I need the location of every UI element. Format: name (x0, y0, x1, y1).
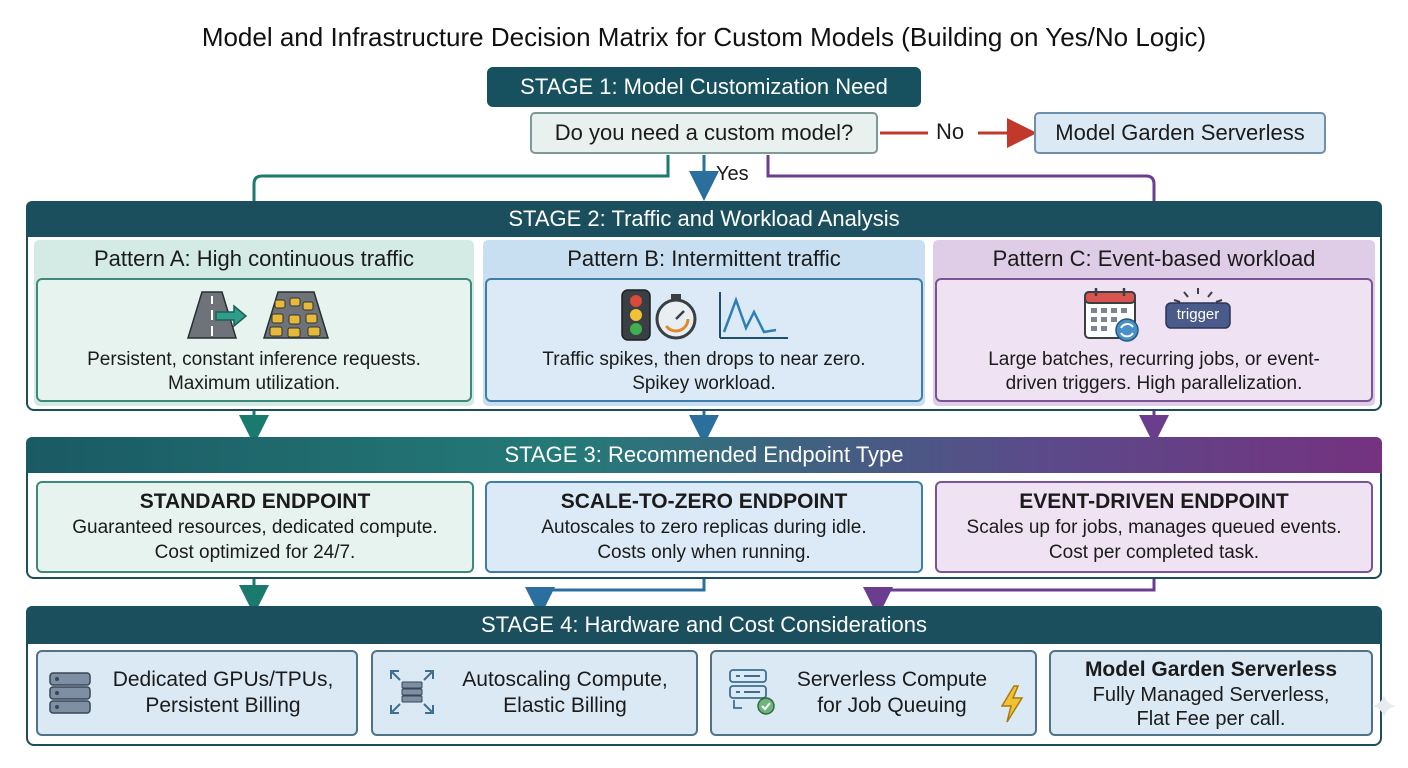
pattern-a-card (36, 278, 472, 402)
pattern-a-line2: Maximum utilization. (167, 373, 341, 394)
pattern-a-title: Pattern A: High continuous traffic (94, 246, 414, 271)
hw-autoscaling-line2: Elastic Billing (503, 694, 627, 717)
arrow-scale-to-hw (525, 574, 706, 617)
event-driven-endpoint-line1: Scales up for jobs, manages queued event… (966, 517, 1342, 538)
scale-to-zero-endpoint-title: SCALE-TO-ZERO ENDPOINT (560, 490, 848, 513)
pattern-c-title: Pattern C: Event-based workload (992, 246, 1316, 271)
pattern-b-line2: Spikey workload. (632, 373, 776, 394)
hw-model-garden-line1: Fully Managed Serverless, (1092, 684, 1330, 706)
branch-to-pattern-c (766, 155, 1169, 237)
stage2-header: STAGE 2: Traffic and Workload Analysis (26, 201, 1382, 237)
stage1-header: STAGE 1: Model Customization Need (487, 67, 921, 107)
event-driven-endpoint-card (935, 481, 1373, 573)
arrow-event-to-hw (863, 574, 1156, 617)
lightning-icon (1000, 685, 1024, 723)
hw-serverless-card (710, 650, 1037, 736)
diagram-title: Model and Infrastructure Decision Matrix… (201, 22, 1207, 52)
trigger-icon-label: trigger (1176, 306, 1220, 323)
yes-label: Yes (716, 163, 749, 185)
pattern-b-card (485, 278, 923, 402)
model-garden-serverless-box: Model Garden Serverless (1034, 112, 1326, 154)
pattern-c-card (935, 278, 1373, 402)
no-label: No (936, 119, 965, 144)
stage4-header: STAGE 4: Hardware and Cost Consideration… (26, 606, 1382, 644)
hw-autoscaling-line1: Autoscaling Compute, (462, 668, 668, 691)
sparkle-icon (1372, 694, 1396, 718)
trigger-icon (1165, 288, 1231, 329)
scale-to-zero-endpoint-card (485, 481, 923, 573)
server-icon (49, 672, 91, 714)
event-driven-endpoint-title: EVENT-DRIVEN ENDPOINT (1019, 490, 1289, 513)
scale-to-zero-endpoint-line2: Costs only when running. (597, 542, 811, 563)
standard-endpoint-line2: Cost optimized for 24/7. (154, 542, 356, 563)
custom-model-question: Do you need a custom model? (530, 112, 878, 154)
hw-model-garden-title: Model Garden Serverless (1084, 658, 1338, 681)
traffic-light-stopwatch-icon (621, 289, 788, 341)
hw-dedicated-line1: Dedicated GPUs/TPUs, (112, 668, 334, 691)
standard-endpoint-card (36, 481, 474, 573)
event-driven-endpoint-line2: Cost per completed task. (1048, 542, 1260, 563)
hw-serverless-line1: Serverless Compute (796, 668, 988, 691)
pattern-c-line1: Large batches, recurring jobs, or event- (988, 349, 1320, 370)
standard-endpoint-line1: Guaranteed resources, dedicated compute. (72, 517, 438, 538)
pattern-b-line1: Traffic spikes, then drops to near zero. (542, 349, 866, 370)
pattern-a-line1: Persistent, constant inference requests. (87, 349, 421, 370)
traffic-road-icon (186, 291, 330, 339)
branch-to-pattern-a (239, 155, 670, 237)
standard-endpoint-title: STANDARD ENDPOINT (139, 490, 371, 513)
pattern-b-title: Pattern B: Intermittent traffic (567, 246, 841, 271)
stage3-header: STAGE 3: Recommended Endpoint Type (26, 437, 1382, 473)
pattern-c-line2: driven triggers. High parallelization. (1005, 373, 1303, 394)
scale-to-zero-endpoint-line1: Autoscales to zero replicas during idle. (541, 517, 867, 538)
hw-serverless-line2: for Job Queuing (817, 694, 967, 717)
calendar-refresh-icon (1084, 288, 1139, 342)
hw-model-garden-card (1049, 650, 1373, 736)
queue-icon (729, 669, 775, 715)
hw-model-garden-line2: Flat Fee per call. (1136, 708, 1286, 730)
hw-autoscaling-card (371, 650, 698, 736)
autoscale-icon (390, 670, 434, 714)
hw-dedicated-line2: Persistent Billing (145, 694, 301, 717)
